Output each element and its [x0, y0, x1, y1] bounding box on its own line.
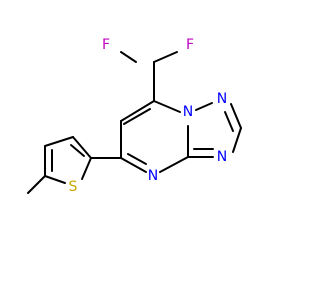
bond-tc3-tc4	[44, 136, 74, 147]
molecule-diagram: F F N N N N S	[27, 37, 242, 195]
atom-n-pyrimidine: N	[148, 168, 158, 184]
bond-c2-n3	[232, 127, 242, 153]
bond-n1-c2-double	[224, 111, 234, 132]
atom-n-triazole-top: N	[217, 91, 227, 107]
bond-c7-n-bridge	[153, 100, 181, 113]
atom-f-left: F	[102, 37, 110, 53]
bond-c7-c6	[120, 100, 155, 122]
atom-s-thiophene: S	[69, 179, 78, 195]
bond-tc5-methyl	[27, 175, 46, 194]
bond-n1-c2	[230, 103, 242, 129]
bond-chf2-f-right	[153, 51, 178, 63]
bond-chf2-f-left	[120, 51, 137, 63]
bonds	[27, 51, 242, 194]
bond-n-bridge-n1	[195, 102, 213, 111]
bond-tc2-tc3	[72, 136, 92, 159]
bond-tc5-s	[44, 175, 66, 184]
bond-n4-c3a	[159, 156, 189, 173]
bond-s-tc2	[81, 157, 92, 180]
atom-labels: F F N N N N S	[69, 37, 228, 195]
atom-n-bridge: N	[183, 104, 193, 120]
bond-c5-n4-double	[127, 153, 147, 165]
atom-f-right: F	[186, 37, 194, 53]
bond-c5-n4	[120, 157, 147, 173]
bond-c7-c6-double	[123, 108, 151, 125]
atom-n-triazole-right: N	[217, 149, 227, 165]
bond-tc2-tc3-double	[70, 144, 85, 157]
